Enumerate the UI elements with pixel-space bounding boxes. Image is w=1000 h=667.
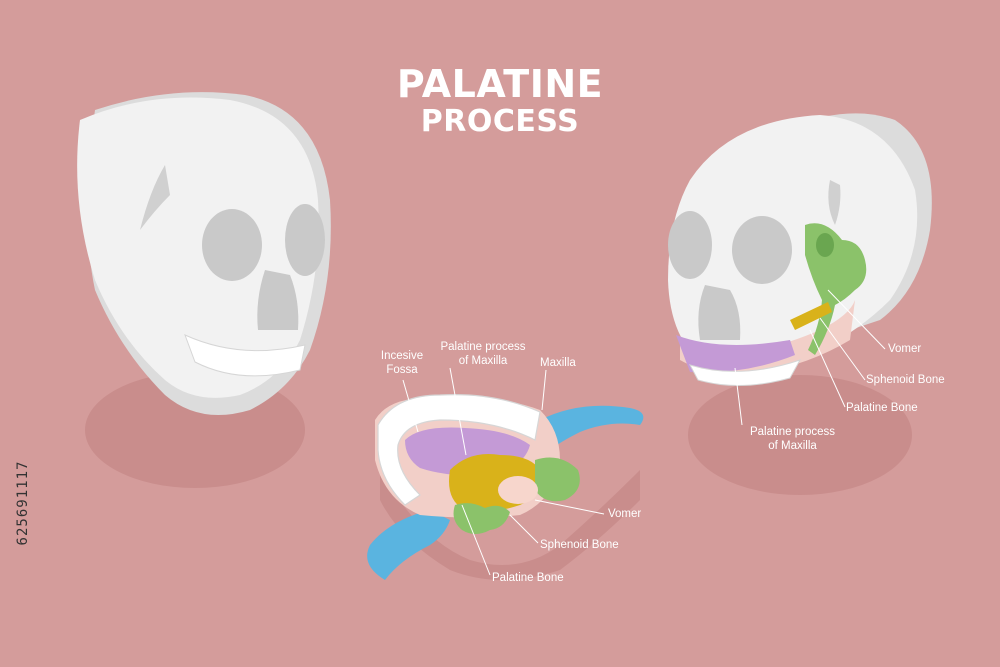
label-vomer-center: Vomer bbox=[608, 508, 642, 520]
skull-front-view bbox=[77, 92, 331, 488]
leader-lines bbox=[402, 289, 886, 576]
label-palatine-process-right: Palatine process of Maxilla bbox=[749, 426, 836, 452]
leader-vomer-center bbox=[534, 499, 605, 515]
leader-palatine-bone-center bbox=[461, 504, 491, 576]
leader-palatine-process-right bbox=[734, 367, 743, 426]
palate-teeth-arch bbox=[377, 394, 541, 506]
label-sphenoid-right: Sphenoid Bone bbox=[866, 374, 945, 386]
palate-blue-right-wing bbox=[540, 405, 644, 450]
label-maxilla: Maxilla bbox=[540, 357, 576, 369]
palate-vomer bbox=[498, 476, 538, 504]
skull-right-sphenoid-hole bbox=[816, 233, 834, 257]
label-sphenoid-center: Sphenoid Bone bbox=[540, 539, 619, 551]
palate-shadow bbox=[380, 470, 640, 580]
skull-right-nose bbox=[698, 285, 741, 340]
leader-vomer-right bbox=[827, 289, 886, 350]
label-palatine-bone-center: Palatine Bone bbox=[492, 572, 564, 584]
skull-right-palatine-process bbox=[676, 335, 795, 373]
skull-right-palatine-bone bbox=[790, 302, 832, 330]
skull-left-teeth bbox=[184, 334, 306, 377]
palate-sphenoid bbox=[453, 503, 510, 534]
skull-right-teeth bbox=[688, 359, 802, 386]
skull-left-nose bbox=[257, 270, 299, 330]
label-incisive-fossa: Incesive Fossa bbox=[380, 350, 424, 376]
label-vomer-right: Vomer bbox=[888, 343, 922, 355]
skull-right-eye-socket-left bbox=[668, 211, 712, 279]
palate-bottom-view bbox=[367, 394, 644, 580]
leader-incisive-fossa bbox=[402, 379, 419, 433]
skull-side-view bbox=[668, 113, 932, 495]
leader-sphenoid-center bbox=[509, 514, 539, 544]
palate-blue-left-wing bbox=[367, 510, 450, 580]
skull-left-eye-socket-left bbox=[202, 209, 262, 281]
title-line-1: PALATINE bbox=[396, 62, 604, 106]
skull-left-eye-socket-right bbox=[285, 204, 325, 276]
palate-sphenoid-right bbox=[535, 457, 580, 502]
skull-right-eye-socket-right bbox=[732, 216, 792, 284]
leader-palatine-process-center bbox=[449, 367, 467, 456]
skull-right-sphenoid bbox=[805, 223, 867, 355]
stock-id-text: 625691117 bbox=[15, 460, 31, 546]
skull-left-crack bbox=[140, 165, 170, 230]
skull-right-shadow bbox=[688, 375, 912, 495]
leader-palatine-bone-right bbox=[809, 329, 846, 408]
leader-maxilla bbox=[541, 369, 547, 411]
label-palatine-bone-right: Palatine Bone bbox=[846, 402, 918, 414]
stock-id-vertical: 625691117 bbox=[8, 395, 38, 625]
label-palatine-process-center: Palatine process of Maxilla bbox=[440, 341, 526, 367]
leader-sphenoid-right bbox=[819, 317, 866, 381]
title-line-2: PROCESS bbox=[420, 104, 580, 139]
skull-right-crack bbox=[828, 180, 841, 225]
